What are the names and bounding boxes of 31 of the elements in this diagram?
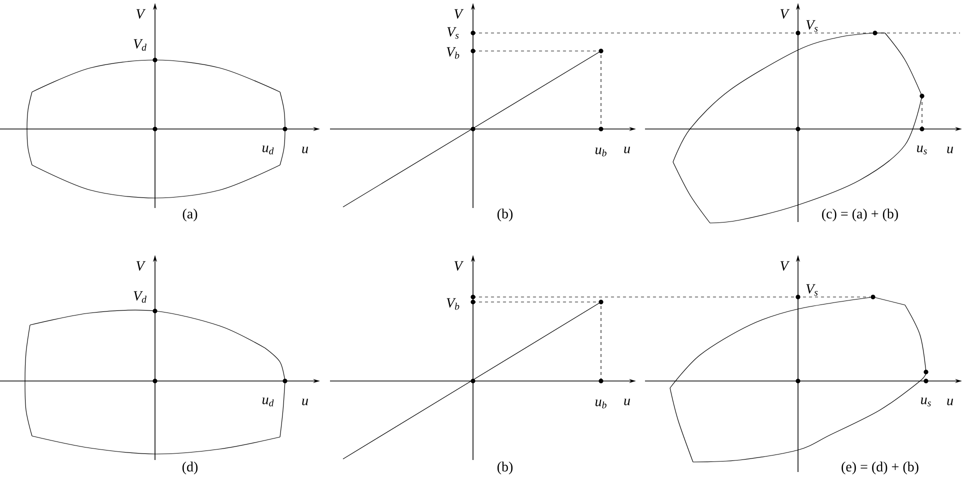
- axis-label: u: [624, 146, 630, 154]
- axis-label: V: [454, 9, 464, 19]
- point-label: u$_{d}$: [262, 398, 274, 406]
- axis-label: u: [947, 146, 953, 154]
- panel-caption: (d): [182, 462, 198, 474]
- axis-label: V: [136, 261, 146, 271]
- point-label: u$_{s}$: [921, 398, 931, 406]
- panel-caption: (b): [497, 208, 513, 222]
- axis-label: V: [454, 261, 464, 271]
- point-label: V$_{s}$: [806, 284, 818, 296]
- panel-caption: (a): [182, 208, 198, 222]
- point-label: u$_{s}$: [917, 146, 927, 154]
- point-label: V$_{s}$: [447, 27, 459, 39]
- axis-label: V: [780, 261, 790, 271]
- point-label: V$_{d}$: [134, 39, 146, 51]
- panel-caption: (c) = (a) + (b): [822, 208, 898, 222]
- point-label: V$_{b}$: [446, 47, 460, 59]
- axis-label: u: [947, 398, 953, 406]
- axis-label: V: [780, 9, 790, 19]
- axis-label: u: [624, 398, 630, 406]
- point-label: u$_{b}$: [596, 400, 606, 408]
- panel-caption: (b): [497, 462, 513, 474]
- axis-label: u: [302, 398, 308, 406]
- point-label: V$_{d}$: [134, 291, 146, 303]
- panel-caption: (e) = (d) + (b): [842, 462, 918, 474]
- point-label: V$_{s}$: [806, 20, 818, 32]
- point-label: V$_{b}$: [446, 298, 460, 310]
- point-label: u$_{b}$: [596, 148, 606, 156]
- axis-label: V: [136, 9, 146, 19]
- point-label: u$_{d}$: [262, 146, 274, 154]
- axis-label: u: [302, 146, 308, 154]
